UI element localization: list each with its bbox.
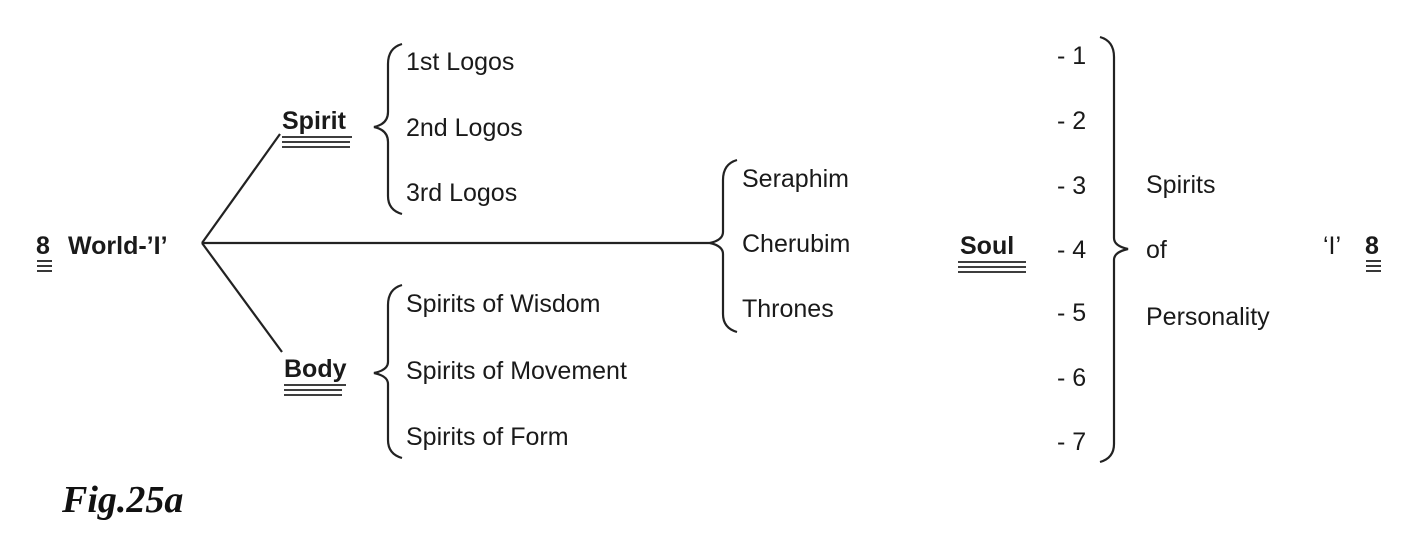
soul-level: - 4 xyxy=(1057,236,1086,264)
middle-brace xyxy=(709,158,738,334)
body-item: Spirits of Movement xyxy=(406,357,627,385)
root-number: 8 xyxy=(36,232,50,260)
body-label: Body xyxy=(284,355,347,383)
soul-level: - 2 xyxy=(1057,107,1086,135)
spirit-label: Spirit xyxy=(282,107,347,135)
soul-level: - 1 xyxy=(1057,42,1086,70)
root-label: World-’I’ xyxy=(68,232,168,260)
body-item: Spirits of Form xyxy=(406,423,569,451)
body-brace xyxy=(373,283,403,460)
soul-brace xyxy=(1099,35,1129,464)
soul-level: - 5 xyxy=(1057,299,1086,327)
body-item: Spirits of Wisdom xyxy=(406,290,600,318)
spirit-brace xyxy=(373,42,403,216)
middle-item: Cherubim xyxy=(742,230,850,258)
figure-caption: Fig.25a xyxy=(61,479,183,521)
end-label: ‘I’ xyxy=(1323,232,1341,260)
soul-level: - 6 xyxy=(1057,364,1086,392)
branch-line-body xyxy=(201,242,283,353)
soul-level: - 3 xyxy=(1057,172,1086,200)
soul-group-text: Spirits xyxy=(1146,171,1215,199)
branch-line-spirit xyxy=(201,133,281,244)
middle-item: Seraphim xyxy=(742,165,849,193)
soul-label: Soul xyxy=(960,232,1014,260)
end-number: 8 xyxy=(1365,232,1379,260)
spirit-item: 3rd Logos xyxy=(406,179,517,207)
spirit-item: 2nd Logos xyxy=(406,114,523,142)
spirit-item: 1st Logos xyxy=(406,48,514,76)
middle-item: Thrones xyxy=(742,295,834,323)
soul-level: - 7 xyxy=(1057,428,1086,456)
soul-group-text: Personality xyxy=(1146,303,1270,331)
soul-group-text: of xyxy=(1146,236,1167,264)
